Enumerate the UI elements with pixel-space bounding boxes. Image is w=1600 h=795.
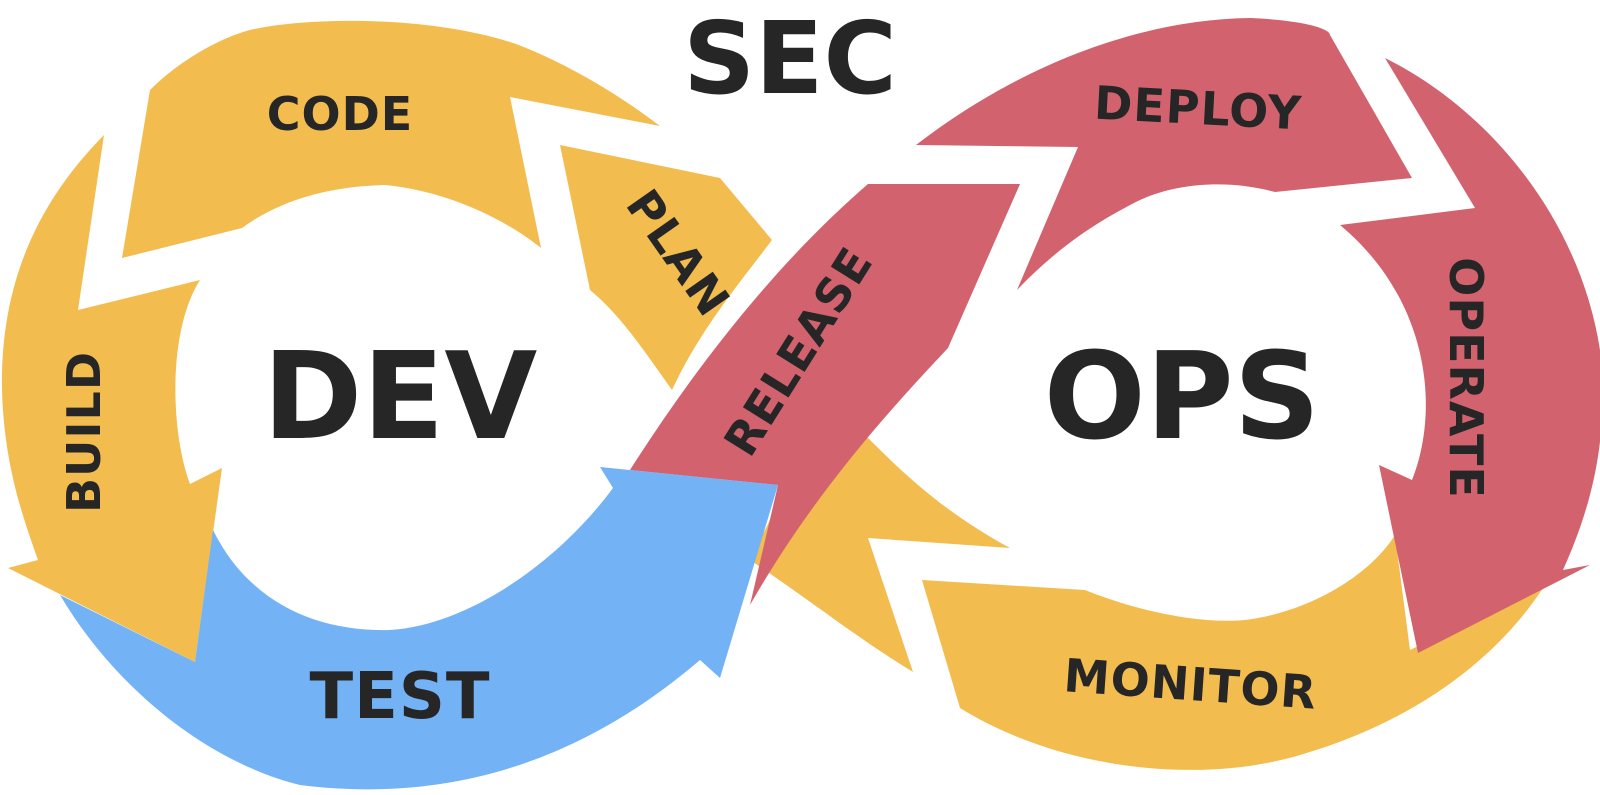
dev-label: DEV [263,328,538,467]
operate-label: OPERATE [1439,257,1493,499]
build-label: BUILD [57,351,111,513]
test-arrow [60,467,778,790]
red-band [630,18,1600,653]
code-label: CODE [267,87,413,141]
release-arrow [630,184,1020,605]
sec-title: SEC [683,0,897,117]
plan-arrow [560,145,772,390]
test-label: TEST [309,660,490,734]
ops-label: OPS [1044,328,1320,467]
operate-arrow [1340,58,1600,653]
yellow-band [1,20,1545,770]
deploy-arrow [916,18,1412,290]
blue-band [60,467,778,790]
build-arrow [1,135,222,662]
deploy-label: DEPLOY [1093,76,1303,141]
monitor-arrow [922,535,1545,770]
code-arrow [122,20,660,258]
